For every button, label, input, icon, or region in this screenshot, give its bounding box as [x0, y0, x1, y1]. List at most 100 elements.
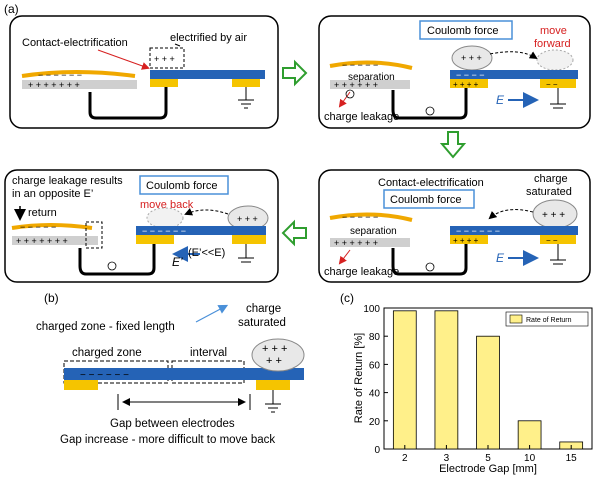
e-compare-label: (E’<<E) [188, 247, 225, 259]
step-3-diagram: Contact-electrification Coulomb force ch… [318, 169, 591, 283]
substrate-charges: + + + + + + + [28, 80, 80, 90]
svg-text:+ + + + + + +: + + + + + + + [16, 236, 68, 246]
separation-label: separation [348, 72, 395, 83]
svg-text:+ + + + + +: + + + + + + [334, 238, 378, 248]
bars [392, 310, 584, 450]
film-layer [329, 212, 413, 222]
dielectric-layer [150, 70, 265, 79]
electrode-left [450, 235, 488, 244]
x-tick-label: 15 [566, 453, 578, 464]
electrode-right [540, 79, 576, 88]
flow-arrow-right-icon [282, 59, 308, 87]
wire [391, 88, 468, 120]
coulomb-force-box [419, 20, 513, 40]
electrified-by-air-label: electrified by air [170, 32, 247, 44]
panel-b-label: (b) [44, 291, 59, 305]
field-label: E [496, 93, 505, 107]
charge-saturated-label-2: saturated [526, 186, 572, 198]
electrode-right [256, 380, 290, 390]
move-back-label: move back [140, 199, 194, 211]
coulomb-force-box [139, 175, 229, 195]
charge-leakage-label: charge leakage [324, 266, 399, 278]
y-tick-label: 80 [369, 332, 381, 343]
step-2-diagram: − − − − − + + + + + + separation Coulomb… [318, 15, 591, 129]
film-charges: − − − − − − [38, 70, 82, 80]
coulomb-force-label: Coulomb force [427, 25, 499, 37]
svg-text:− − − − − −: − − − − − − [80, 370, 129, 381]
substrate-layer [12, 236, 98, 245]
svg-text:+ + +: + + + [461, 53, 482, 63]
separation-label: separation [350, 226, 397, 237]
bar-3mm [434, 310, 459, 450]
svg-text:− −: − − [546, 80, 558, 89]
step-1-frame [9, 15, 279, 129]
svg-text:− − − − −: − − − − − [342, 60, 378, 70]
legend: Rate of Return [505, 311, 589, 327]
dielectric-layer [136, 226, 266, 235]
film-layer [329, 60, 413, 70]
y-axis-label: Rate of Return [%] [353, 333, 365, 424]
contact-electrification-label: Contact-electrification [378, 177, 484, 189]
y-tick-label: 20 [369, 417, 381, 428]
electrode-right [232, 79, 260, 87]
svg-text:+ + + +: + + + + [453, 80, 479, 89]
interval-label: interval [190, 347, 227, 359]
charged-zone-label: charged zone [72, 347, 142, 359]
electrode-left [64, 380, 98, 390]
e-prime-label: E’ [172, 255, 183, 269]
svg-text:− −: − − [546, 236, 558, 245]
droplet-ghost [536, 49, 574, 71]
legend-box [505, 311, 589, 327]
film-layer [21, 70, 136, 78]
legend-label: Rate of Return [526, 317, 572, 324]
contact-arrow [97, 49, 150, 70]
svg-text:+ + + + + +: + + + + + + [334, 80, 378, 90]
x-tick-label: 5 [485, 453, 491, 464]
dielectric-layer [450, 226, 578, 235]
film-layer [11, 223, 93, 230]
bar-10mm [517, 420, 542, 450]
svg-text:− − − − − −: − − − − − − [142, 226, 186, 236]
svg-text:+ + +: + + + [542, 210, 565, 221]
leak-note-line-2: in an opposite E’ [12, 188, 93, 200]
y-tick-label: 60 [369, 360, 381, 371]
charge-saturated-label-2: saturated [238, 317, 286, 329]
svg-text:+ +: + + [266, 355, 282, 367]
dielectric-layer [64, 368, 304, 380]
svg-text:− − − − −: − − − − − [20, 222, 56, 232]
y-tick-label: 100 [363, 304, 380, 315]
x-axis: 2 3 5 10 15 [402, 445, 577, 464]
wire [88, 87, 168, 120]
gap-between-label: Gap between electrodes [110, 418, 235, 430]
fixed-length-label: charged zone - fixed length [36, 321, 175, 333]
electrode-left [150, 79, 178, 87]
electrode-left [136, 235, 174, 244]
x-tick-label: 3 [444, 453, 450, 464]
step-4-diagram: charge leakage results in an opposite E’… [4, 169, 279, 283]
saturated-droplet [251, 338, 305, 372]
droplet-ghost [146, 207, 184, 229]
svg-text:− − − −: − − − − [456, 70, 485, 80]
flow-arrow-left-icon [281, 219, 307, 247]
move-forward-label-1: move [540, 25, 567, 37]
svg-text:+ + +: + + + [237, 214, 258, 224]
step-1-diagram: Contact-electrification electrified by a… [9, 15, 279, 129]
leak-note-line-1: charge leakage results [12, 175, 123, 187]
electrode-left [450, 79, 488, 88]
charge-saturated-label-1: charge [246, 303, 281, 315]
coulomb-force-box [383, 189, 475, 209]
svg-text:+ + + +: + + + + [453, 236, 479, 245]
wire [391, 244, 468, 276]
x-tick-label: 2 [402, 453, 408, 464]
electrode-right [540, 235, 576, 244]
flow-arrow-down-icon [439, 131, 467, 159]
return-label: return [28, 207, 57, 219]
x-tick-label: 10 [524, 453, 536, 464]
coulomb-force-label: Coulomb force [390, 194, 462, 206]
bar-2mm [392, 310, 417, 450]
y-tick-label: 0 [374, 445, 380, 456]
leak-region-box [85, 221, 103, 249]
